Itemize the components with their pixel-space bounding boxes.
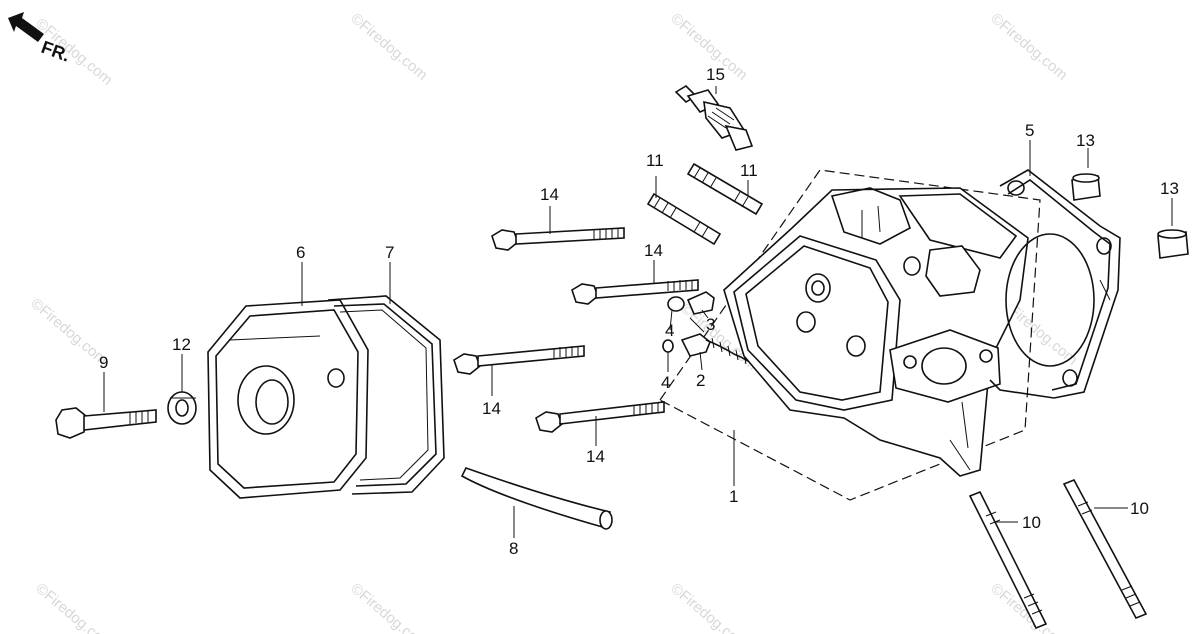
watermark: ©Firedog.com: [987, 10, 1070, 84]
callout-14: 14: [644, 241, 663, 260]
assembly-outline: [659, 169, 1041, 501]
callout-11: 11: [646, 151, 664, 170]
valve-small-parts: [662, 291, 761, 371]
watermark: ©Firedog.com: [347, 10, 430, 84]
callout-12: 12: [172, 335, 191, 354]
callout-13: 13: [1076, 131, 1095, 150]
watermark: ©Firedog.com: [32, 580, 115, 634]
watermark: ©Firedog.com: [347, 580, 430, 634]
callout-8: 8: [509, 539, 518, 558]
bolts: [453, 227, 699, 433]
leader-lines: [103, 86, 1173, 538]
cylinder-head-gasket: [989, 169, 1121, 399]
callout-10: 10: [1022, 513, 1041, 532]
callout-6: 6: [296, 243, 305, 262]
callout-11: 11: [740, 161, 758, 180]
callout-1: 1: [729, 487, 738, 506]
callout-14: 14: [540, 185, 559, 204]
washer: [167, 391, 197, 425]
head-cover: [207, 299, 369, 499]
cylinder-head: [723, 187, 1029, 477]
callout-14: 14: [482, 399, 501, 418]
callout-10: 10: [1130, 499, 1149, 518]
flange-bolt: [55, 407, 157, 439]
callout-4: 4: [665, 321, 674, 340]
callout-15: 15: [706, 65, 725, 84]
callout-9: 9: [99, 353, 108, 372]
callout-7: 7: [385, 243, 394, 262]
watermark: ©Firedog.com: [667, 580, 750, 634]
head-cover-gasket: [327, 295, 445, 495]
callout-5: 5: [1025, 121, 1034, 140]
spark-plug: [674, 84, 754, 151]
breather-tube: [460, 467, 613, 530]
callout-14: 14: [586, 447, 605, 466]
callouts: 15 11 11 14 14 14 14 6 7 12 9 8 1 5 13 1…: [99, 65, 1179, 558]
long-studs: [968, 478, 1148, 630]
dowel-pins: [1071, 173, 1189, 259]
short-studs: [646, 162, 764, 246]
front-arrow-icon: [8, 12, 44, 42]
callout-2: 2: [696, 371, 705, 390]
callout-3: 3: [706, 315, 715, 334]
callout-13: 13: [1160, 179, 1179, 198]
callout-4: 4: [661, 373, 670, 392]
